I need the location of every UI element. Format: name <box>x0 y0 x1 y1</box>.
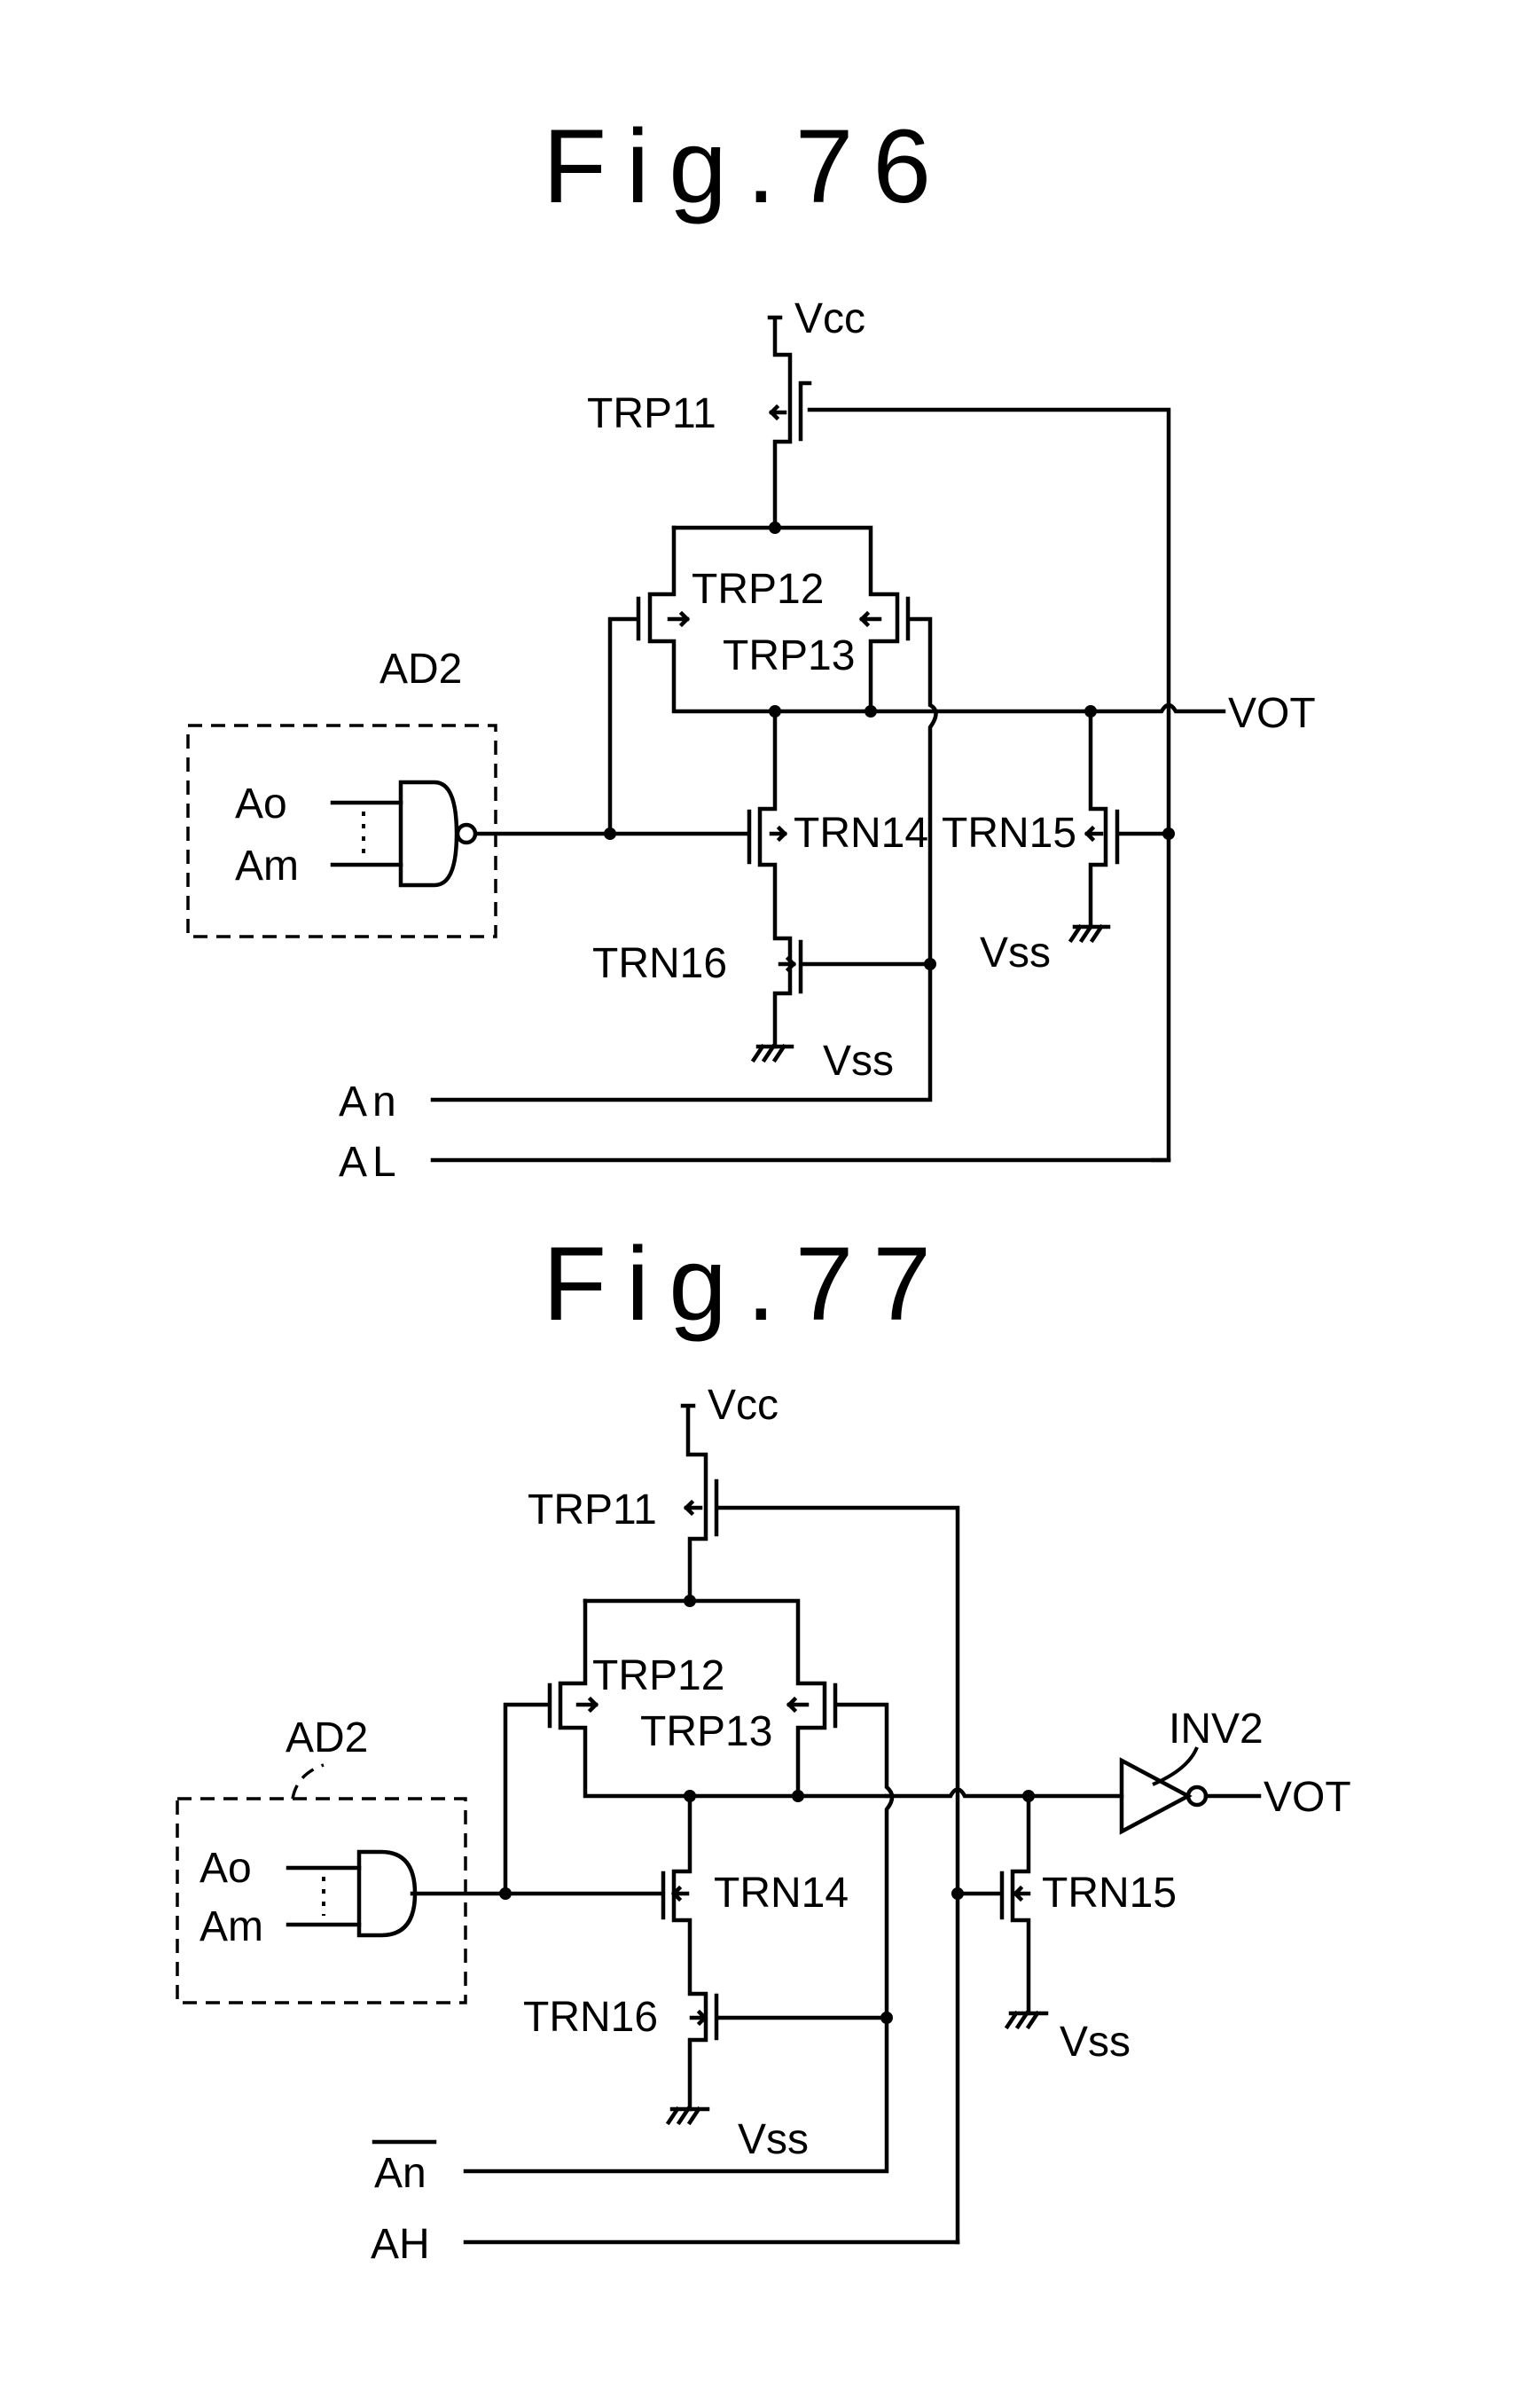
fig77-trn16-label: TRN16 <box>523 1994 658 2041</box>
fig76-vss-label-b: Vss <box>980 929 1051 977</box>
fig76-wiring <box>186 315 1226 1163</box>
fig77-labels: Vcc TRP11 TRP12 TRP13 INV2 VOT AD2 Ao Am… <box>200 1382 1351 2268</box>
fig77-trp11-label: TRP11 <box>528 1486 657 1533</box>
fig77-trn15-label: TRN15 <box>1042 1870 1177 1917</box>
fig77-ao-label: Ao <box>200 1845 252 1892</box>
fig77-trp13-label: TRP13 <box>640 1708 772 1755</box>
fig77-vcc-label: Vcc <box>708 1382 779 1429</box>
fig77-am-label: Am <box>200 1903 263 1950</box>
fig76-trp12-label: TRP12 <box>692 566 824 613</box>
fig77-trn14-label: TRN14 <box>714 1870 849 1917</box>
fig76-am-label: Am <box>235 843 299 890</box>
fig76-trp11-label: TRP11 <box>587 390 716 437</box>
fig76-vss-label-a: Vss <box>823 1038 894 1085</box>
fig76-vot-label: VOT <box>1228 690 1316 737</box>
figure-76: Fig.76 <box>186 108 1316 1186</box>
fig76-trn15-label: TRN15 <box>942 810 1076 857</box>
figure-77: Fig.77 <box>176 1226 1351 2268</box>
fig76-labels: Vcc TRP11 TRP12 TRP13 VOT AD2 Ao Am TRN1… <box>235 295 1316 1186</box>
fig77-vss-label-b: Vss <box>1060 2019 1131 2066</box>
fig77-trp12-label: TRP12 <box>592 1652 724 1699</box>
fig76-trp13-label: TRP13 <box>723 632 855 679</box>
figure-76-title: Fig.76 <box>543 108 951 225</box>
fig76-an-label: An <box>339 1079 402 1126</box>
fig76-vcc-label: Vcc <box>794 295 865 342</box>
fig77-vot-label: VOT <box>1264 1774 1351 1821</box>
fig77-an-bar-label: An <box>374 2150 426 2197</box>
fig77-ad2-label: AD2 <box>286 1714 368 1761</box>
fig77-wiring <box>176 1403 1262 2245</box>
fig76-ad2-label: AD2 <box>380 646 462 693</box>
fig77-junctions <box>499 1595 1035 2024</box>
fig77-ah-label: AH <box>371 2221 430 2268</box>
fig76-trn16-label: TRN16 <box>592 940 727 987</box>
figure-77-title: Fig.77 <box>543 1226 951 1343</box>
fig77-vss-label-a: Vss <box>738 2116 809 2163</box>
fig76-ao-label: Ao <box>235 780 287 828</box>
fig76-trn14-label: TRN14 <box>794 810 928 857</box>
fig76-al-label: AL <box>339 1139 402 1186</box>
fig77-inv2-label: INV2 <box>1169 1706 1264 1753</box>
fig76-junctions <box>604 522 1175 970</box>
